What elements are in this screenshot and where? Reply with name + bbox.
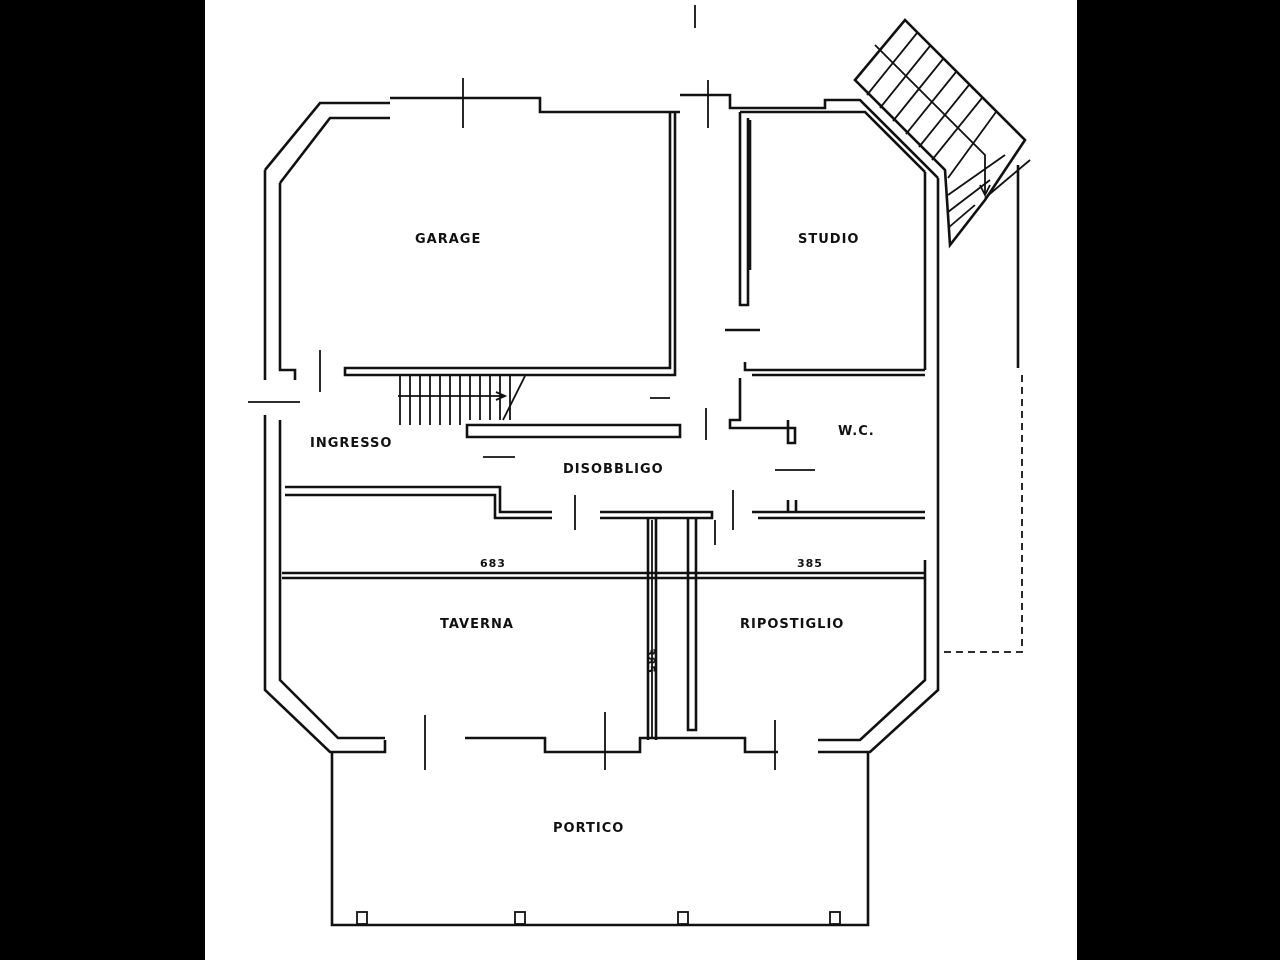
- outer-walls: [263, 93, 940, 754]
- external-staircase: [853, 18, 1031, 653]
- label-taverna: TAVERNA: [440, 617, 514, 632]
- portico: [330, 752, 870, 927]
- floor-plan-sheet: [205, 0, 1077, 960]
- dimension-ripostiglio-width: 385: [797, 557, 823, 570]
- label-garage: GARAGE: [415, 232, 481, 247]
- label-ingresso: INGRESSO: [310, 436, 392, 451]
- door-marks: [248, 5, 815, 770]
- interior-walls: [282, 112, 925, 740]
- label-portico: PORTICO: [553, 821, 624, 836]
- label-wc: W.C.: [838, 424, 875, 439]
- label-studio: STUDIO: [798, 232, 859, 247]
- internal-staircase: [398, 375, 526, 425]
- label-ripostiglio: RIPOSTIGLIO: [740, 617, 844, 632]
- dimension-room-depth: 385: [644, 648, 657, 674]
- label-disobbligo: DISOBBLIGO: [563, 462, 664, 477]
- dimension-taverna-width: 683: [480, 557, 506, 570]
